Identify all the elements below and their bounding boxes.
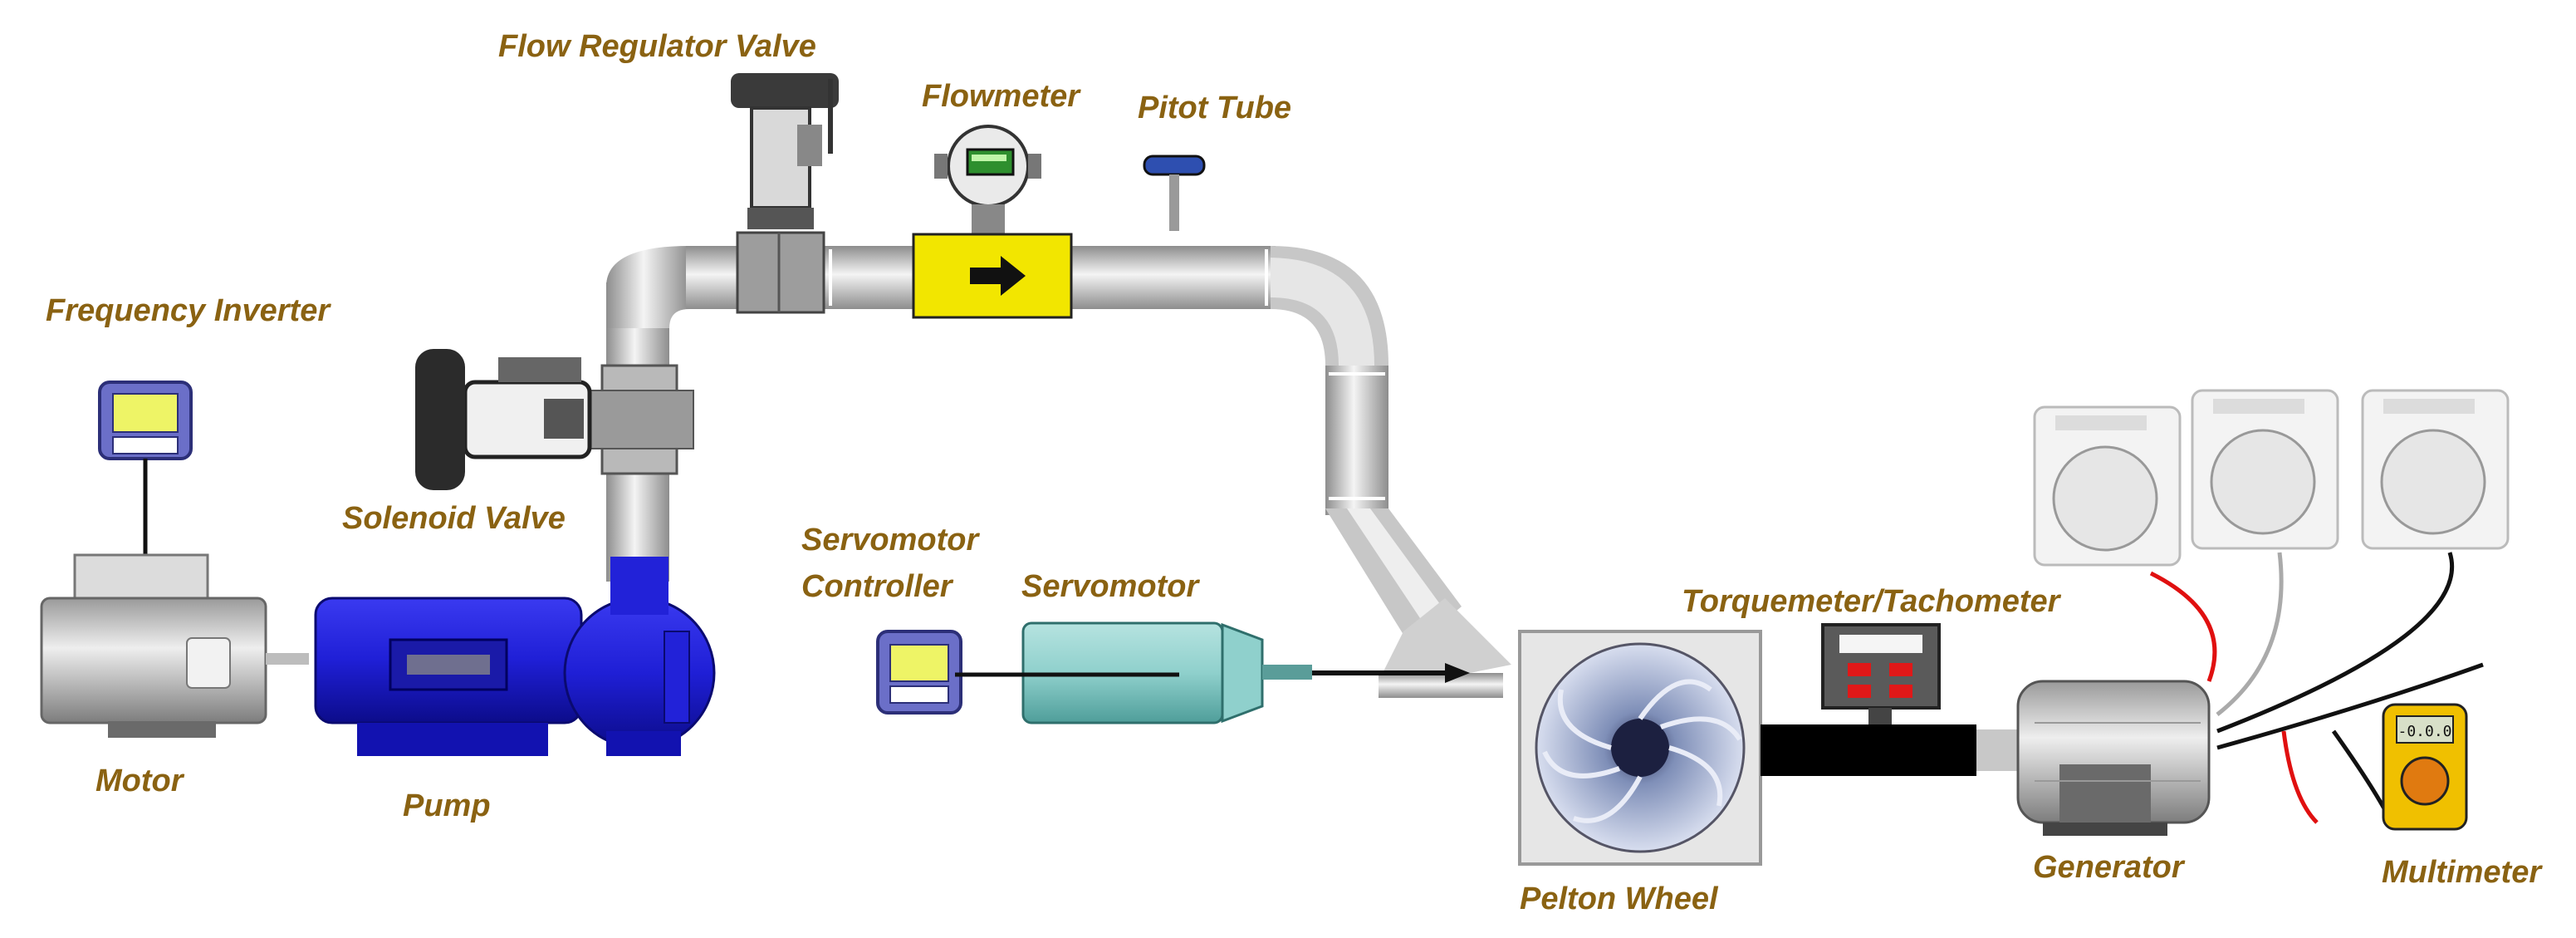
label-solenoid-valve: Solenoid Valve bbox=[342, 501, 566, 536]
label-pump: Pump bbox=[403, 788, 491, 823]
flow-regulator-valve bbox=[731, 73, 839, 314]
solenoid-valve bbox=[415, 349, 694, 490]
torquemeter-tachometer bbox=[1761, 623, 2018, 776]
label-servomotor-controller-line1: Servomotor bbox=[801, 523, 980, 557]
label-generator: Generator bbox=[2033, 850, 2186, 885]
generator bbox=[2016, 680, 2211, 836]
electrical-wiring bbox=[2149, 552, 2484, 824]
label-pelton-wheel: Pelton Wheel bbox=[1520, 882, 1719, 916]
servomotor-controller bbox=[876, 630, 962, 715]
motor bbox=[40, 553, 309, 738]
fan-heaters bbox=[2033, 389, 2510, 567]
fan-heater-1 bbox=[2033, 405, 2182, 567]
label-torquemeter-tachometer: Torquemeter/Tachometer bbox=[1682, 584, 2062, 619]
label-flow-regulator-valve: Flow Regulator Valve bbox=[498, 29, 816, 64]
label-pitot-tube: Pitot Tube bbox=[1138, 91, 1291, 125]
fan-heater-2 bbox=[2191, 389, 2339, 550]
multimeter-reading: -0.0.0 bbox=[2397, 723, 2451, 740]
label-multimeter: Multimeter bbox=[2382, 855, 2543, 890]
multimeter: -0.0.0 bbox=[2382, 703, 2468, 831]
servomotor bbox=[955, 621, 1470, 724]
component-labels: Flow Regulator Valve Flowmeter Pitot Tub… bbox=[46, 29, 2543, 916]
label-servomotor: Servomotor bbox=[1021, 569, 1200, 604]
fan-heater-3 bbox=[2361, 389, 2510, 550]
flowmeter bbox=[912, 125, 1073, 319]
label-frequency-inverter: Frequency Inverter bbox=[46, 293, 331, 328]
pitot-tube bbox=[1143, 155, 1206, 231]
label-motor: Motor bbox=[95, 764, 185, 798]
label-servomotor-controller-line2: Controller bbox=[801, 569, 954, 604]
pump bbox=[314, 557, 716, 756]
pelton-wheel bbox=[1518, 630, 1762, 866]
frequency-inverter bbox=[98, 381, 193, 565]
label-flowmeter: Flowmeter bbox=[922, 79, 1081, 114]
